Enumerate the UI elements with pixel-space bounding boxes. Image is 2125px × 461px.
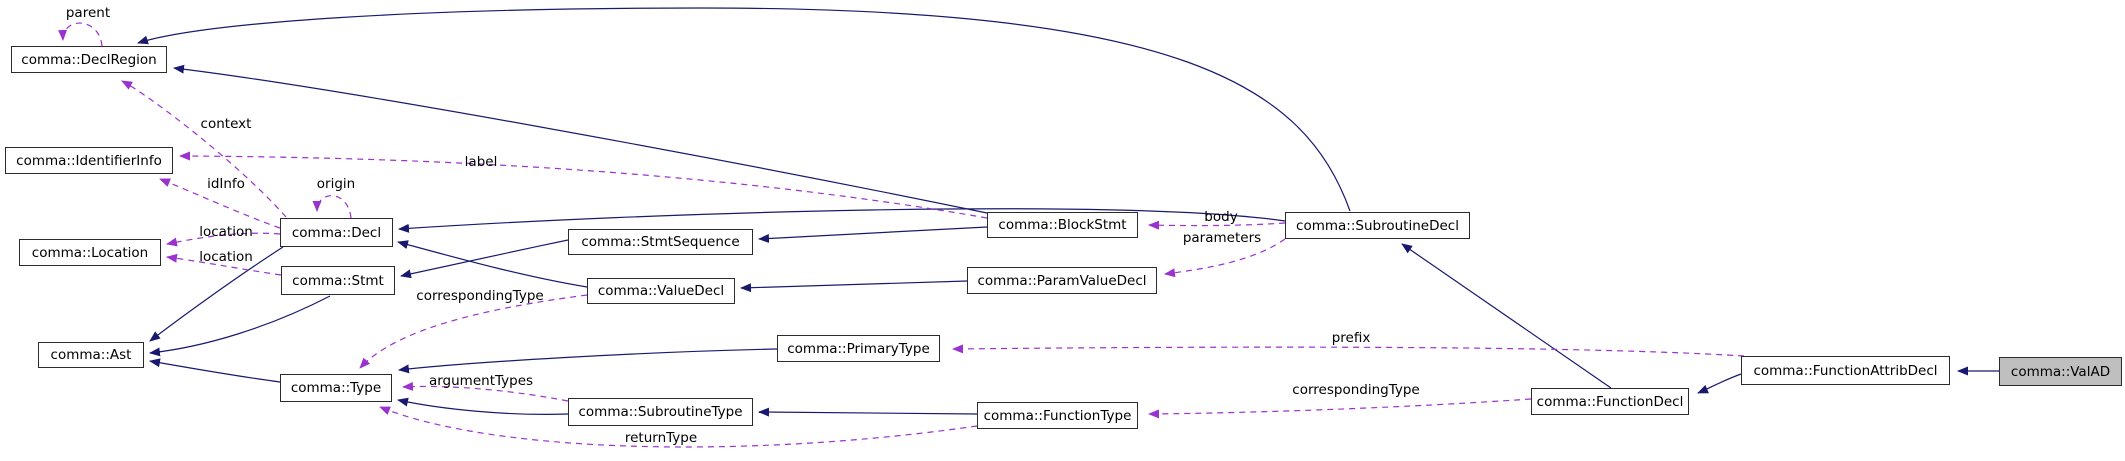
- edge-correspondingtype-functiondecl: [1148, 398, 1532, 419]
- node-comma-paramvaluedecl[interactable]: comma::ParamValueDecl: [967, 267, 1157, 294]
- edge-correspondingtype-valuedecl: [359, 294, 588, 369]
- edge-origin-selfloop: [312, 195, 352, 219]
- node-comma-primarytype[interactable]: comma::PrimaryType: [777, 335, 940, 362]
- node-comma-subroutinedecl[interactable]: comma::SubroutineDecl: [1285, 212, 1470, 239]
- node-comma-stmt[interactable]: comma::Stmt: [281, 266, 395, 295]
- edge-body: [1148, 220, 1286, 230]
- edge-label: [179, 151, 988, 219]
- edge-location-stmt: [166, 253, 282, 276]
- edge-parameters: [1164, 238, 1286, 278]
- node-comma-functiontype[interactable]: comma::FunctionType: [977, 402, 1138, 429]
- node-comma-subroutinetype[interactable]: comma::SubroutineType: [568, 398, 753, 426]
- node-comma-type[interactable]: comma::Type: [280, 374, 392, 402]
- edge-functiontype-subroutinetype: [758, 407, 978, 417]
- node-comma-valuedecl[interactable]: comma::ValueDecl: [587, 278, 735, 304]
- edge-valuedecl-decl: [397, 240, 588, 288]
- edge-primarytype-type: [398, 348, 778, 374]
- edge-functionattribdecl-functiondecl: [1697, 373, 1742, 394]
- edge-subroutinedecl-decl: [398, 208, 1286, 233]
- node-comma-functionattribdecl[interactable]: comma::FunctionAttribDecl: [1741, 356, 1950, 385]
- node-comma-location[interactable]: comma::Location: [19, 239, 161, 266]
- edge-paramvaluedecl-valuedecl: [740, 280, 968, 293]
- edge-subroutinedecl-declregion: [137, 7, 1351, 212]
- node-comma-identifierinfo[interactable]: comma::IdentifierInfo: [5, 147, 173, 174]
- node-comma-blockstmt[interactable]: comma::BlockStmt: [987, 212, 1138, 238]
- edge-stmtsequence-stmt: [400, 239, 569, 279]
- edge-parent-selfloop: [58, 22, 103, 47]
- node-comma-functiondecl[interactable]: comma::FunctionDecl: [1531, 388, 1689, 415]
- edge-prefix: [952, 344, 1745, 357]
- node-comma-ast[interactable]: comma::Ast: [38, 342, 144, 368]
- edge-subroutinetype-type: [397, 397, 569, 415]
- node-comma-decl[interactable]: comma::Decl: [280, 218, 393, 247]
- edge-functiondecl-subroutinedecl: [1401, 243, 1612, 389]
- edge-context: [121, 80, 287, 218]
- edge-type-ast: [149, 358, 281, 383]
- edge-argumenttypes: [402, 381, 569, 402]
- edge-decl-ast: [149, 246, 284, 342]
- edge-returntype: [379, 406, 978, 448]
- node-comma-valad[interactable]: comma::ValAD: [1999, 357, 2122, 386]
- node-comma-stmtsequence[interactable]: comma::StmtSequence: [568, 229, 753, 255]
- edge-idinfo: [159, 178, 281, 229]
- edge-blockstmt-declregion: [173, 64, 988, 214]
- edge-stmt-ast: [149, 295, 331, 357]
- edge-blockstmt-stmtsequence: [758, 226, 988, 243]
- node-comma-declregion[interactable]: comma::DeclRegion: [11, 46, 167, 73]
- edge-location-decl: [166, 232, 281, 247]
